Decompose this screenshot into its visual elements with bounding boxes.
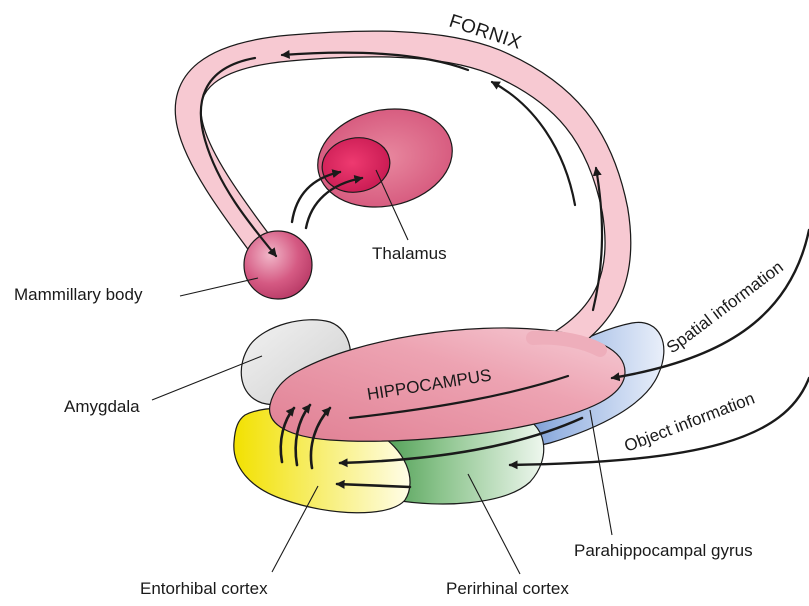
entorhinal-cortex-label: Entorhibal cortex (140, 579, 268, 598)
mammillary-body-region (244, 231, 312, 299)
mammillary-leader (180, 278, 258, 296)
thalamus-label: Thalamus (372, 244, 447, 263)
mammillary-body-label: Mammillary body (14, 285, 143, 304)
object-information-label: Object information (622, 389, 758, 456)
parahippocampal-gyrus-label: Parahippocampal gyrus (574, 541, 753, 560)
perirhinal-cortex-label: Perirhinal cortex (446, 579, 569, 598)
parahippocampal-leader (590, 410, 612, 535)
amygdala-label: Amygdala (64, 397, 140, 416)
